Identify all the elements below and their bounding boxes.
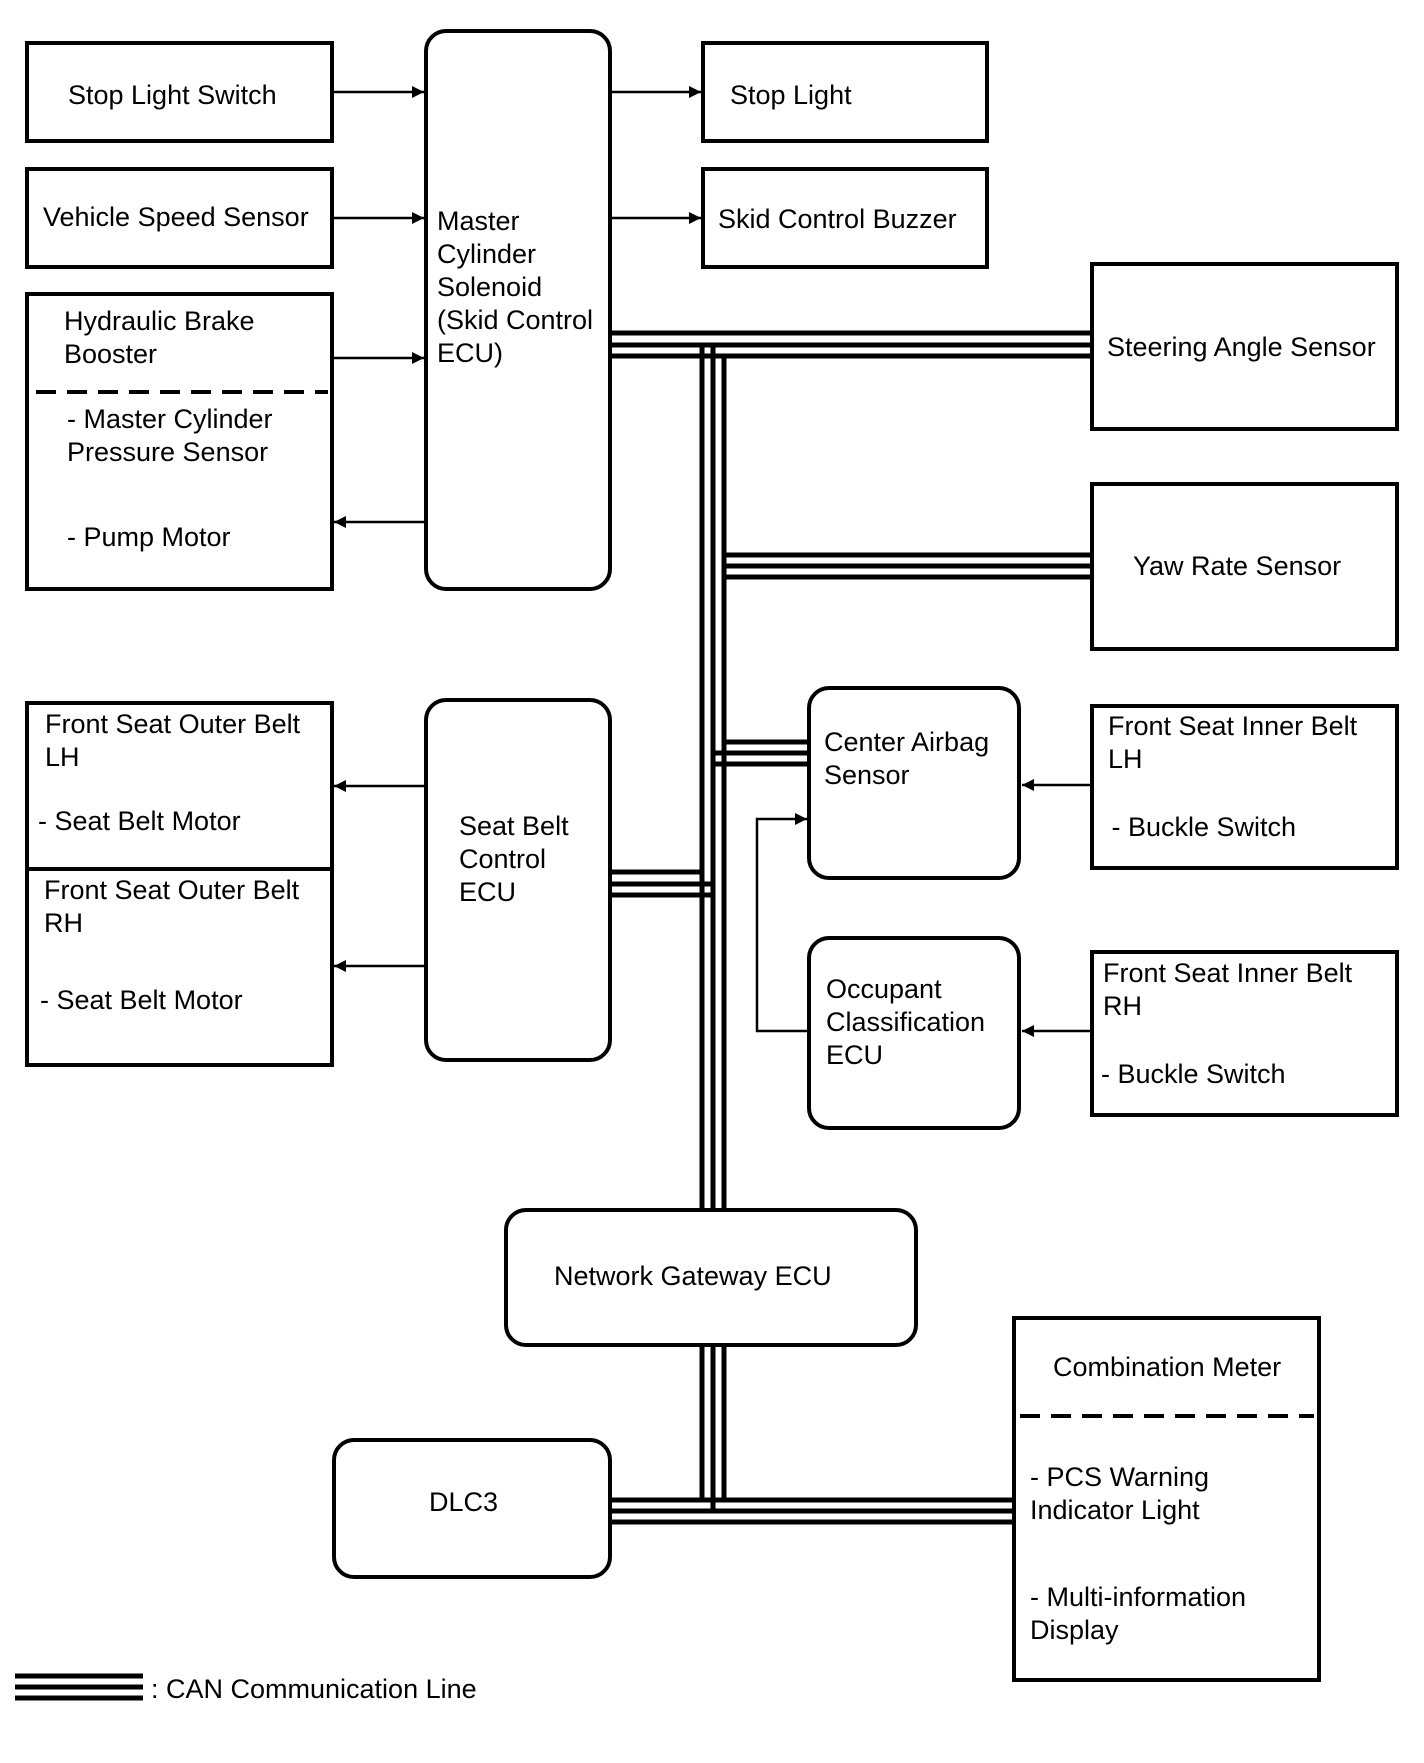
- stop-light-switch-box: Stop Light Switch: [25, 41, 334, 143]
- seat-belt-control-ecu-box: Seat Belt Control ECU: [424, 698, 612, 1062]
- center-airbag-sensor-label: Center Airbag Sensor: [824, 727, 997, 790]
- combination-meter-title: Combination Meter: [1053, 1352, 1281, 1382]
- multi-information-display-item: - Multi-information Display: [1030, 1582, 1254, 1645]
- stop-light-label: Stop Light: [730, 80, 852, 110]
- master-cylinder-solenoid-box: Master Cylinder Solenoid (Skid Control E…: [424, 29, 612, 591]
- yaw-rate-sensor-box: Yaw Rate Sensor: [1090, 482, 1399, 651]
- can-line-seat-belt-ecu: [612, 869, 713, 898]
- combination-meter-box: Combination Meter - PCS Warning Indicato…: [1012, 1316, 1321, 1682]
- can-line-steering: [612, 330, 1090, 359]
- hydraulic-brake-booster-title: Hydraulic Brake Booster: [64, 306, 262, 369]
- occupant-classification-ecu-box: Occupant Classification ECU: [807, 936, 1021, 1130]
- occupant-classification-ecu-label: Occupant Classification ECU: [826, 974, 993, 1070]
- vehicle-speed-sensor-label: Vehicle Speed Sensor: [43, 202, 309, 232]
- stop-light-box: Stop Light: [701, 41, 989, 143]
- yaw-rate-sensor-label: Yaw Rate Sensor: [1133, 551, 1341, 581]
- can-line-yaw-rate: [724, 552, 1090, 580]
- front-seat-inner-belt-lh-box: Front Seat Inner Belt LH - Buckle Switch: [1090, 704, 1399, 870]
- can-trunk-lower: [699, 1345, 727, 1510]
- can-line-dlc3-meter: [612, 1497, 1012, 1525]
- can-trunk-upper: [699, 347, 727, 1210]
- steering-angle-sensor-label: Steering Angle Sensor: [1107, 332, 1376, 362]
- front-seat-inner-belt-rh-title: Front Seat Inner Belt RH: [1103, 958, 1360, 1021]
- front-seat-outer-belt-rh-title: Front Seat Outer Belt RH: [44, 875, 307, 938]
- vehicle-speed-sensor-box: Vehicle Speed Sensor: [25, 167, 334, 269]
- skid-control-buzzer-box: Skid Control Buzzer: [701, 167, 989, 269]
- front-seat-outer-belt-rh-box: Front Seat Outer Belt RH - Seat Belt Mot…: [25, 867, 334, 1067]
- can-line-airbag: [713, 739, 808, 767]
- network-gateway-ecu-label: Network Gateway ECU: [554, 1261, 832, 1291]
- dlc3-label: DLC3: [429, 1487, 498, 1517]
- hydraulic-brake-booster-box: Hydraulic Brake Booster - Master Cylinde…: [25, 292, 334, 591]
- center-airbag-sensor-box: Center Airbag Sensor: [807, 686, 1021, 880]
- front-seat-outer-belt-lh-title: Front Seat Outer Belt LH: [45, 709, 308, 772]
- legend: : CAN Communication Line: [15, 1673, 477, 1704]
- can-bus-lines: [612, 330, 1090, 1525]
- legend-can-symbol: [15, 1673, 143, 1701]
- stop-light-switch-label: Stop Light Switch: [68, 80, 277, 110]
- master-cylinder-solenoid-label: Master Cylinder Solenoid (Skid Control E…: [437, 206, 601, 368]
- signal-wires: [332, 86, 1090, 1037]
- master-cylinder-pressure-sensor-item: - Master Cylinder Pressure Sensor: [67, 404, 280, 467]
- wire-occupant-to-airbag: [755, 813, 808, 1033]
- buckle-switch-rh-item: - Buckle Switch: [1101, 1059, 1286, 1089]
- seat-belt-control-ecu-label: Seat Belt Control ECU: [459, 811, 576, 907]
- front-seat-inner-belt-rh-box: Front Seat Inner Belt RH - Buckle Switch: [1090, 950, 1399, 1117]
- buckle-switch-lh-item: - Buckle Switch: [1104, 812, 1296, 842]
- steering-angle-sensor-box: Steering Angle Sensor: [1090, 262, 1399, 431]
- pcs-warning-indicator-item: - PCS Warning Indicator Light: [1030, 1462, 1217, 1525]
- pump-motor-item: - Pump Motor: [67, 522, 231, 552]
- front-seat-outer-belt-lh-box: Front Seat Outer Belt LH - Seat Belt Mot…: [25, 701, 334, 871]
- front-seat-inner-belt-lh-title: Front Seat Inner Belt LH: [1108, 711, 1365, 774]
- seat-belt-motor-lh-item: - Seat Belt Motor: [38, 806, 241, 836]
- network-gateway-ecu-box: Network Gateway ECU: [504, 1208, 918, 1347]
- dlc3-box: DLC3: [332, 1438, 612, 1579]
- skid-control-buzzer-label: Skid Control Buzzer: [718, 204, 957, 234]
- legend-label: : CAN Communication Line: [151, 1674, 477, 1704]
- seat-belt-motor-rh-item: - Seat Belt Motor: [40, 985, 243, 1015]
